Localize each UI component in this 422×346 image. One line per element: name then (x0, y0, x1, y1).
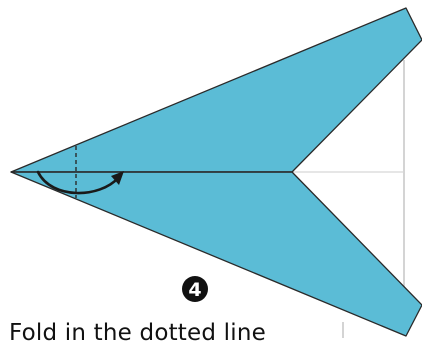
crease-lines (292, 60, 405, 338)
paper-plane-fold-diagram: 4 (10, 7, 422, 338)
fold-instruction-text: Fold in the dotted line (9, 320, 266, 346)
lower-wing (10, 171, 422, 337)
upper-wing (10, 7, 422, 173)
paper-plane-wings (10, 7, 422, 337)
step-number: 4 (188, 279, 201, 301)
step-number-badge: 4 (182, 276, 208, 302)
fold-arrow-icon (36, 170, 124, 195)
